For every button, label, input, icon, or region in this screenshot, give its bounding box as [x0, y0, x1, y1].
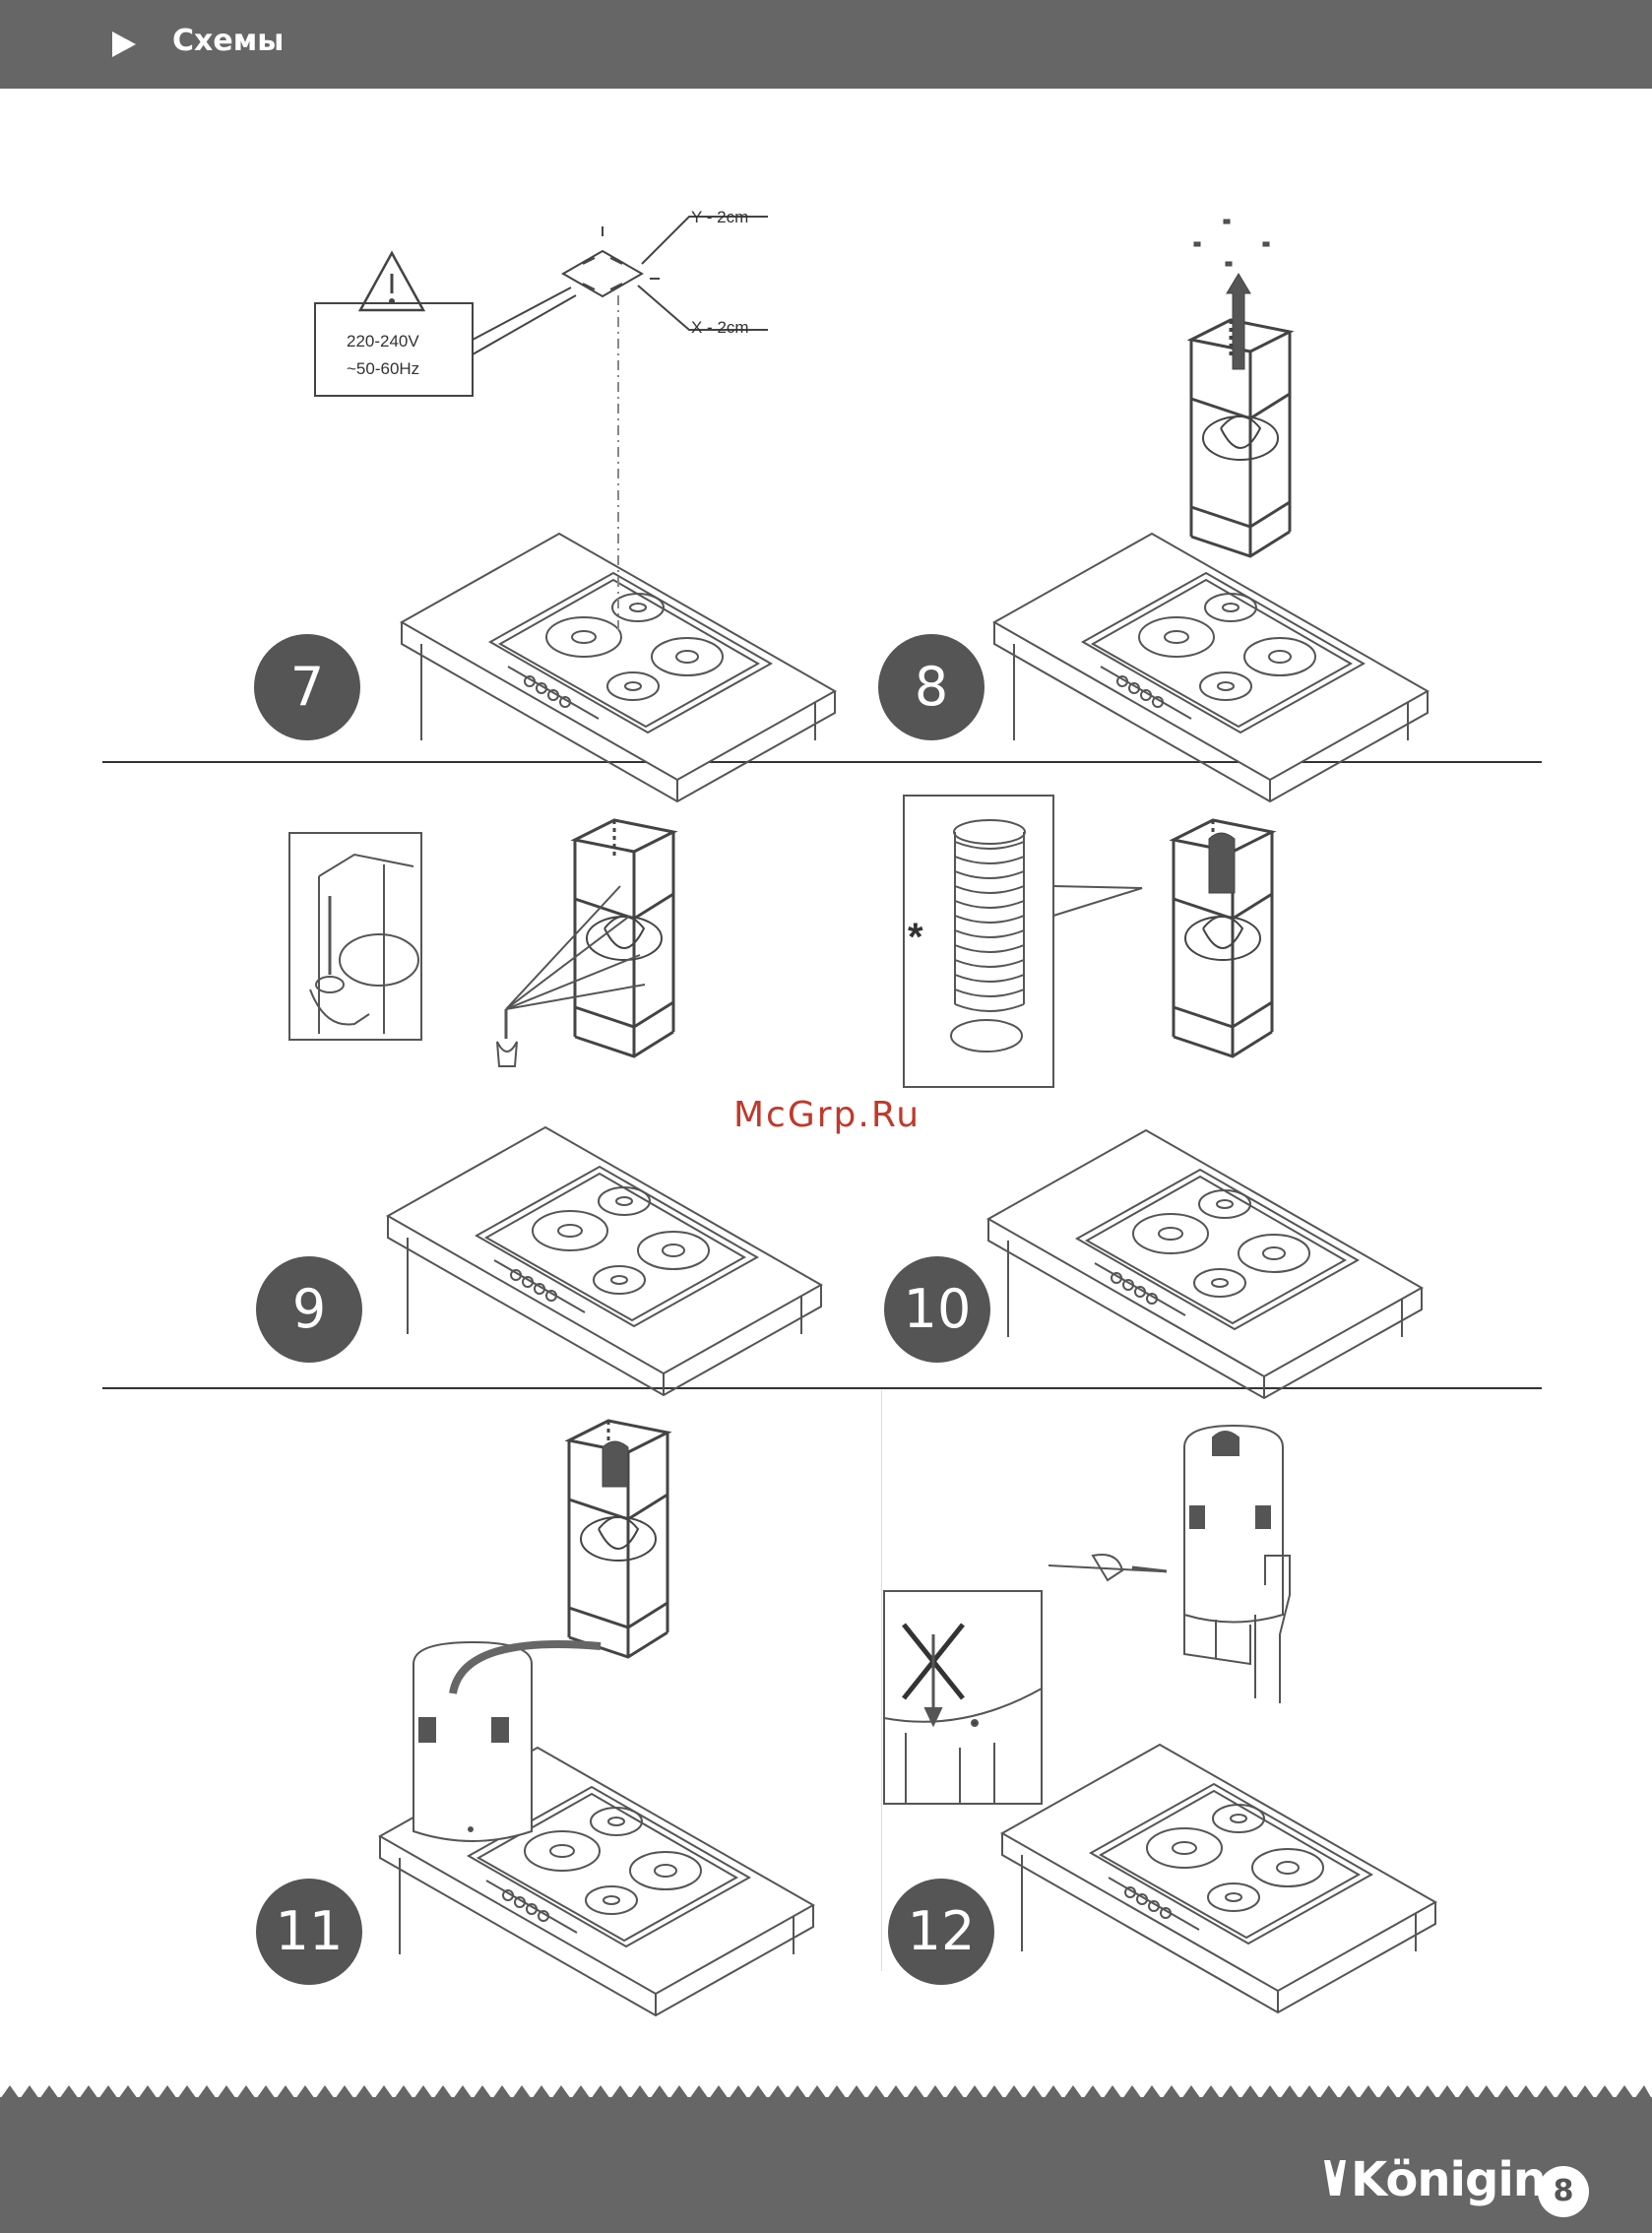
y-offset-label: Y - 2cm: [691, 208, 748, 226]
brand-logo: Königin: [1351, 2152, 1546, 2207]
step-badge-10: 10: [884, 1256, 990, 1363]
page-number: 8: [1538, 2166, 1589, 2217]
step-badge-12: 12: [888, 1879, 994, 1985]
step-badge-7: 7: [254, 634, 360, 740]
frequency-label: ~50-60Hz: [347, 359, 419, 378]
note-asterisk: *: [908, 916, 923, 959]
voltage-label: 220-240V: [347, 332, 419, 351]
brand-crown-icon: [1324, 2160, 1346, 2196]
step-badge-8: 8: [878, 634, 985, 740]
step-badge-9: 9: [256, 1256, 362, 1363]
x-offset-label: X - 2cm: [691, 318, 749, 337]
footer-zigzag-edge: [0, 2075, 1652, 2099]
watermark-text: McGrp.Ru: [733, 1095, 921, 1135]
step-badge-11: 11: [256, 1879, 362, 1985]
